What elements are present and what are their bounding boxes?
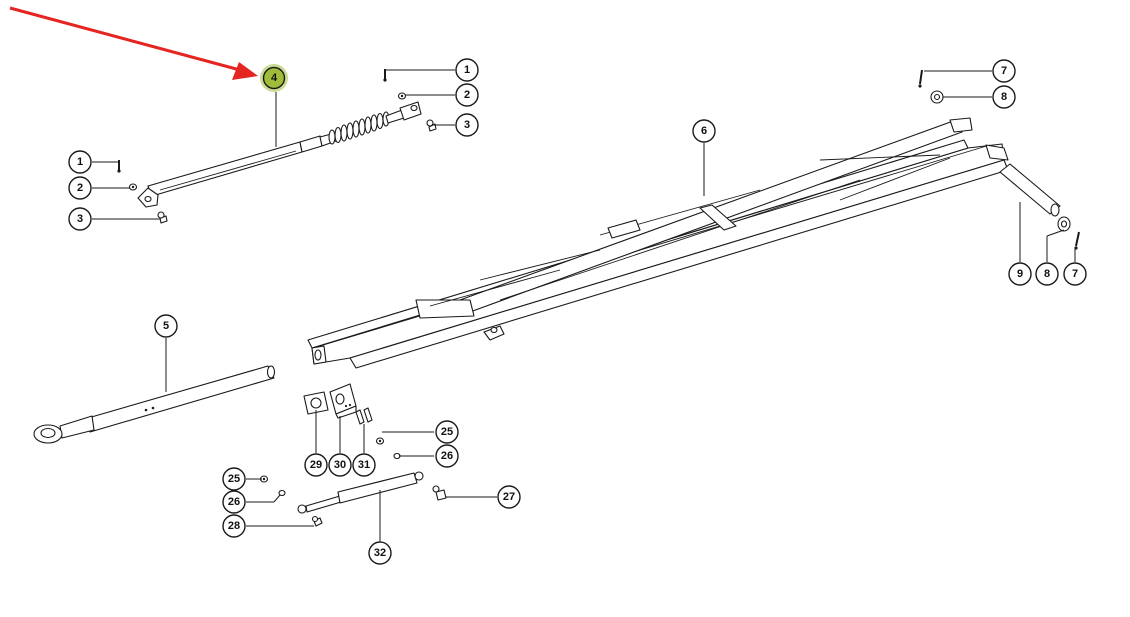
callout-32[interactable]: 32 (368, 541, 392, 565)
callout-8-bottom[interactable]: 8 (1035, 262, 1059, 286)
svg-text:27: 27 (503, 491, 515, 503)
part-8-washer-top[interactable] (930, 90, 944, 104)
callout-3-left[interactable]: 3 (68, 207, 92, 231)
callout-30[interactable]: 30 (328, 453, 352, 477)
svg-text:31: 31 (358, 459, 370, 471)
svg-text:6: 6 (701, 125, 707, 137)
svg-text:3: 3 (464, 119, 470, 131)
svg-text:3: 3 (77, 213, 83, 225)
leader-lines (92, 69, 1076, 541)
part-7-pin-top[interactable] (918, 69, 923, 88)
part-9-pin-shaft[interactable] (999, 163, 1061, 217)
part-4-spring-coils (328, 111, 390, 145)
callout-26-lower[interactable]: 26 (222, 490, 246, 514)
part-8-washer-bottom[interactable] (1057, 216, 1071, 232)
part-4-spring-strut[interactable] (137, 101, 422, 208)
svg-text:28: 28 (228, 520, 240, 532)
part-5-rod[interactable] (33, 365, 276, 444)
svg-text:25: 25 (228, 473, 240, 485)
part-31-clips[interactable] (355, 407, 373, 425)
svg-text:7: 7 (1001, 65, 1007, 77)
svg-text:4: 4 (271, 72, 278, 84)
svg-text:7: 7 (1072, 268, 1078, 280)
callout-26-upper[interactable]: 26 (435, 444, 459, 468)
callout-31[interactable]: 31 (352, 453, 376, 477)
svg-text:5: 5 (163, 320, 169, 332)
callout-29[interactable]: 29 (304, 453, 328, 477)
part-6-frame[interactable] (307, 117, 1009, 369)
svg-text:9: 9 (1017, 268, 1023, 280)
part-1-pin-left[interactable] (117, 160, 121, 173)
callout-25-lower[interactable]: 25 (222, 467, 246, 491)
part-28-bolt[interactable] (311, 515, 323, 527)
callout-28[interactable]: 28 (222, 514, 246, 538)
callout-4-highlighted[interactable]: 4 (260, 64, 288, 92)
callout-27[interactable]: 27 (497, 485, 521, 509)
callout-9[interactable]: 9 (1008, 262, 1032, 286)
svg-text:8: 8 (1044, 268, 1050, 280)
callout-1-left[interactable]: 1 (68, 150, 92, 174)
callout-2-right[interactable]: 2 (455, 83, 479, 107)
svg-text:2: 2 (464, 89, 470, 101)
callout-7-bottom[interactable]: 7 (1063, 262, 1087, 286)
part-3-bolt-left[interactable] (157, 211, 168, 224)
part-25-nut-lower[interactable] (259, 475, 269, 483)
svg-text:26: 26 (228, 496, 240, 508)
part-7-pin-bottom[interactable] (1074, 231, 1080, 250)
svg-text:1: 1 (77, 156, 83, 168)
part-1-pin-right[interactable] (383, 69, 387, 82)
callout-3-right[interactable]: 3 (455, 113, 479, 137)
part-32-gas-spring[interactable] (297, 471, 424, 514)
part-29-plate[interactable] (303, 391, 329, 415)
callout-5[interactable]: 5 (154, 314, 178, 338)
part-27-bolt[interactable] (432, 485, 447, 501)
svg-text:2: 2 (77, 182, 83, 194)
svg-text:25: 25 (441, 426, 453, 438)
callout-25-upper[interactable]: 25 (435, 420, 459, 444)
callout-6[interactable]: 6 (692, 119, 716, 143)
svg-text:32: 32 (374, 547, 386, 559)
callout-8-top[interactable]: 8 (992, 85, 1016, 109)
svg-text:1: 1 (464, 64, 470, 76)
svg-text:8: 8 (1001, 91, 1007, 103)
callout-7-top[interactable]: 7 (992, 59, 1016, 83)
pointer-arrow (9, 6, 258, 80)
part-25-nut-upper[interactable] (375, 437, 385, 445)
callout-2-left[interactable]: 2 (68, 176, 92, 200)
part-3-bolt-right[interactable] (426, 119, 437, 132)
part-2-nut-right[interactable] (397, 92, 407, 100)
callout-1-right[interactable]: 1 (455, 58, 479, 82)
svg-text:29: 29 (310, 459, 322, 471)
part-26-washer-lower[interactable] (278, 489, 286, 497)
svg-text:30: 30 (334, 459, 346, 471)
svg-text:26: 26 (441, 450, 453, 462)
part-2-nut-left[interactable] (128, 183, 138, 191)
part-30-bracket[interactable] (329, 383, 357, 419)
